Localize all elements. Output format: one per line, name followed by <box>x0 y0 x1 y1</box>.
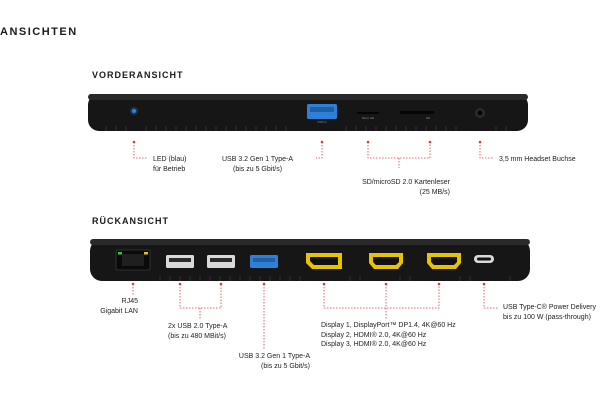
label-display-3: Display 3, HDMI® 2.0, 4K@60 Hz <box>321 341 427 348</box>
label-usb-c-line-2: bis zu 100 W (pass-through) <box>503 313 591 321</box>
label-rj45-line-2: Gigabit LAN <box>100 307 138 315</box>
microsd-marking: Micro SD <box>362 116 375 120</box>
back-device-top-edge <box>90 239 530 245</box>
front-view-heading: VORDERANSICHT <box>92 70 184 80</box>
back-view-heading: RÜCKANSICHT <box>92 216 169 226</box>
front-usb-a-port <box>307 104 337 119</box>
label-display-1: Display 1, DisplayPort™ DP1.4, 4K@60 Hz <box>321 322 456 329</box>
front-grip-ridges <box>105 126 507 131</box>
label-led-line-1: LED (blau) <box>153 156 187 163</box>
front-leader-lines <box>133 142 494 168</box>
label-usb2-line-1: 2x USB 2.0 Type-A <box>168 323 228 330</box>
front-device: USB 3.2 Micro SD SD <box>88 94 528 131</box>
label-front-usb-line-2: (bis zu 5 Gbit/s) <box>233 165 283 173</box>
label-back-usb3: USB 3.2 Gen 1 Type-A (bis zu 5 Gbit/s) <box>210 352 310 371</box>
label-headset: 3,5 mm Headset Buchse <box>499 155 576 165</box>
headset-jack <box>475 108 485 118</box>
label-led-line-2: für Betrieb <box>153 165 186 173</box>
hdmi-port-1 <box>369 253 403 269</box>
back-leader-dots <box>131 282 486 286</box>
hdmi-port-2 <box>427 253 461 269</box>
label-usb2-line-2: (bis zu 480 MBit/s) <box>168 332 226 340</box>
label-front-usb: USB 3.2 Gen 1 Type-A (bis zu 5 Gbit/s) <box>222 155 293 174</box>
label-usb-c-line-1: USB Type-C® Power Delivery <box>503 304 596 311</box>
label-displays: Display 1, DisplayPort™ DP1.4, 4K@60 Hz … <box>321 321 456 350</box>
label-front-usb-line-1: USB 3.2 Gen 1 Type-A <box>222 156 294 163</box>
label-usb-c: USB Type-C® Power Delivery bis zu 100 W … <box>503 303 596 322</box>
section-title: ANSICHTEN <box>0 26 78 38</box>
microsd-slot <box>357 112 379 114</box>
led-glow <box>130 107 138 115</box>
displayport-port <box>306 253 342 269</box>
label-led: LED (blau) für Betrieb <box>153 155 186 174</box>
label-card-reader-line-2: (25 MB/s) <box>419 188 450 196</box>
label-headset-line-1: 3,5 mm Headset Buchse <box>499 156 576 163</box>
label-display-2: Display 2, HDMI® 2.0, 4K@60 Hz <box>321 331 427 339</box>
back-grip-ridges <box>159 276 511 281</box>
label-back-usb3-line-1: USB 3.2 Gen 1 Type-A <box>238 353 310 360</box>
label-rj45: RJ45 Gigabit LAN <box>76 297 138 316</box>
usb2-port-1 <box>166 255 194 268</box>
label-card-reader-line-1: SD/microSD 2.0 Kartenleser <box>362 179 450 186</box>
usb-c-port <box>474 255 494 263</box>
label-back-usb3-line-2: (bis zu 5 Gbit/s) <box>260 362 310 370</box>
usb2-port-2 <box>207 255 235 268</box>
led-indicator <box>131 108 137 114</box>
front-usb-marking: USB 3.2 <box>317 121 327 124</box>
sd-marking: SD <box>426 116 431 120</box>
back-leader-lines <box>132 284 498 350</box>
rj45-port <box>115 249 151 271</box>
back-device <box>90 239 530 281</box>
back-usb3-port <box>250 255 278 268</box>
label-rj45-line-1: RJ45 <box>121 298 138 305</box>
label-card-reader: SD/microSD 2.0 Kartenleser (25 MB/s) <box>336 178 450 197</box>
label-usb2: 2x USB 2.0 Type-A (bis zu 480 MBit/s) <box>168 322 227 341</box>
sd-card-slot <box>400 111 434 114</box>
front-device-top-edge <box>88 94 528 100</box>
front-leader-dots <box>132 140 482 144</box>
